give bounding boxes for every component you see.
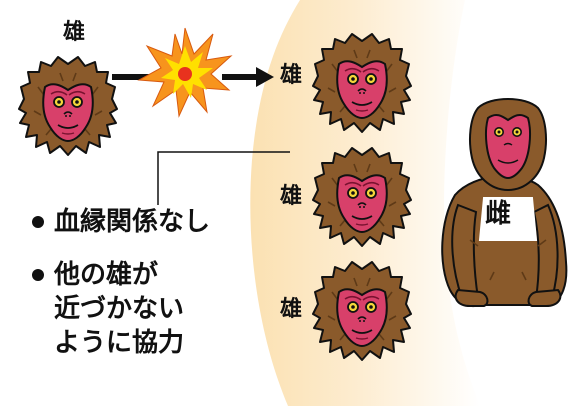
note-no-kinship: 血縁関係なし	[54, 207, 211, 237]
male-label: 雄	[280, 297, 303, 322]
monkey-face-icon	[18, 56, 118, 156]
note-cooperate-line1: 他の雄が	[54, 260, 159, 290]
note-cooperate-line3: ように協力	[54, 328, 185, 358]
connector-line	[157, 151, 290, 205]
male-label: 雄	[280, 184, 303, 209]
explosion-icon	[137, 27, 233, 118]
male-label: 雄	[280, 63, 303, 88]
female-label: 雌	[484, 199, 511, 229]
bullet-dot	[32, 216, 44, 228]
bullet-dot	[32, 269, 44, 281]
note-cooperate-line2: 近づかない	[54, 294, 185, 324]
sitting-monkey-icon	[441, 98, 568, 308]
arrow-right-icon	[222, 67, 274, 87]
male-label: 雄	[63, 20, 86, 45]
